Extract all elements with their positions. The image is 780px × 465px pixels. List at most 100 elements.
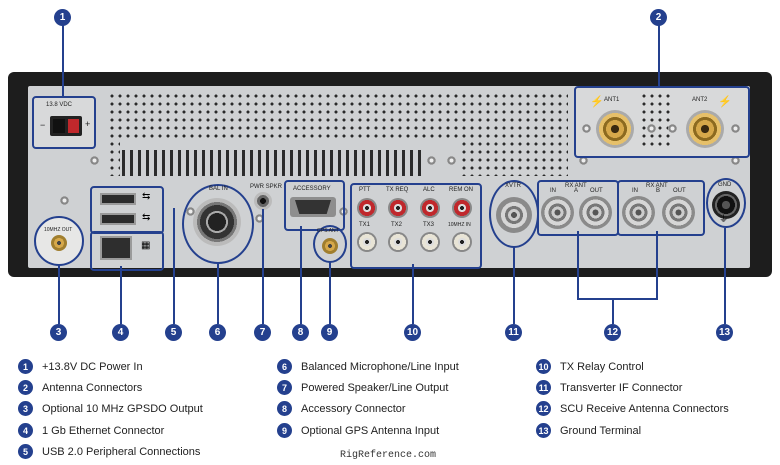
leader-line bbox=[217, 263, 219, 324]
legend-item: 6 Balanced Microphone/Line Input bbox=[277, 359, 459, 374]
rx-ant-b-in-connector[interactable] bbox=[622, 196, 655, 229]
callout-marker: 1 bbox=[54, 9, 71, 26]
screw bbox=[60, 196, 69, 205]
leader-line bbox=[577, 231, 579, 300]
legend-item: 7 Powered Speaker/Line Output bbox=[277, 380, 448, 395]
rx-ant-b-out-connector[interactable] bbox=[662, 196, 695, 229]
leader-line bbox=[612, 299, 614, 324]
legend-label: Ground Terminal bbox=[560, 424, 642, 437]
legend-label: USB 2.0 Peripheral Connections bbox=[42, 445, 201, 458]
vent-slots bbox=[122, 150, 422, 176]
ant2-label: ANT2 bbox=[692, 97, 708, 103]
power-socket[interactable] bbox=[50, 116, 82, 136]
ethernet-port[interactable] bbox=[100, 236, 132, 260]
ground-circle bbox=[706, 178, 746, 228]
pwr-spkr-label: PWR SPKR bbox=[250, 184, 283, 190]
leader-line bbox=[329, 262, 331, 324]
ethernet-box bbox=[90, 231, 164, 271]
legend-label: +13.8V DC Power In bbox=[42, 360, 143, 373]
gps-ant-label: GPS ANT bbox=[317, 228, 339, 234]
gnd-label: GND bbox=[718, 182, 732, 188]
legend-item: 4 1 Gb Ethernet Connector bbox=[18, 423, 164, 438]
lightning-icon: ⚡ bbox=[590, 96, 604, 108]
legend-marker: 9 bbox=[277, 423, 292, 438]
legend-marker: 2 bbox=[18, 380, 33, 395]
ten-mhz-out-connector[interactable] bbox=[51, 235, 67, 251]
vent-grille bbox=[108, 92, 568, 140]
callout-marker: 2 bbox=[650, 9, 667, 26]
legend-label: TX Relay Control bbox=[560, 360, 644, 373]
rx-ant-a-out-label: OUT bbox=[590, 188, 603, 194]
gps-ant-connector[interactable] bbox=[322, 238, 338, 254]
power-minus-label: − bbox=[40, 120, 46, 130]
xlr-combo-jack[interactable] bbox=[193, 198, 241, 246]
legend-label: Powered Speaker/Line Output bbox=[301, 381, 449, 394]
ptt-rca-jack[interactable] bbox=[357, 198, 377, 218]
legend-marker: 11 bbox=[536, 380, 551, 395]
power-voltage-label: 13.8 VDC bbox=[46, 102, 73, 108]
leader-line bbox=[120, 266, 122, 324]
legend-item: 11 Transverter IF Connector bbox=[536, 380, 682, 395]
screw bbox=[90, 156, 99, 165]
rx-ant-a-in-label: IN bbox=[550, 188, 556, 194]
power-pin-negative bbox=[53, 119, 65, 133]
ant2-connector[interactable] bbox=[686, 110, 724, 148]
xvtr-bnc-connector[interactable] bbox=[496, 197, 532, 233]
alc-label: ALC bbox=[423, 187, 435, 193]
ptt-label: PTT bbox=[359, 187, 371, 193]
usb-port-2[interactable] bbox=[100, 213, 136, 225]
lightning-icon: ⚡ bbox=[718, 96, 732, 108]
alc-rca-jack[interactable] bbox=[420, 198, 440, 218]
leader-line bbox=[577, 298, 658, 300]
tx1-rca-jack[interactable] bbox=[357, 232, 377, 252]
rx-ant-a-in-connector[interactable] bbox=[541, 196, 574, 229]
screw bbox=[447, 156, 456, 165]
leader-line bbox=[513, 247, 515, 324]
ground-terminal[interactable] bbox=[712, 191, 740, 219]
callout-marker: 8 bbox=[292, 324, 309, 341]
leader-line bbox=[656, 231, 658, 300]
tx2-rca-jack[interactable] bbox=[388, 232, 408, 252]
legend-item: 10 TX Relay Control bbox=[536, 359, 644, 374]
rx-ant-b-box bbox=[617, 180, 705, 236]
speaker-jack[interactable] bbox=[254, 192, 272, 210]
usb-icon: ⇆ bbox=[142, 212, 151, 223]
callout-marker: 13 bbox=[716, 324, 733, 341]
power-pin-positive bbox=[67, 119, 79, 133]
leader-line bbox=[658, 24, 660, 88]
ten-mhz-in-rca-jack[interactable] bbox=[452, 232, 472, 252]
accessory-db15-connector[interactable] bbox=[290, 197, 336, 217]
usb-port-1[interactable] bbox=[100, 193, 136, 205]
antenna-vent-dots bbox=[640, 92, 670, 150]
legend-marker: 3 bbox=[18, 401, 33, 416]
accessory-box bbox=[284, 180, 345, 231]
leader-line bbox=[262, 209, 264, 324]
callout-marker: 5 bbox=[165, 324, 182, 341]
rx-ant-a-id-label: A bbox=[574, 188, 579, 194]
tx-req-label: TX REQ bbox=[386, 187, 409, 193]
screw bbox=[647, 124, 656, 133]
tx3-label: TX3 bbox=[423, 222, 435, 228]
screw bbox=[255, 214, 264, 223]
leader-line bbox=[62, 24, 64, 98]
callout-marker: 4 bbox=[112, 324, 129, 341]
tx3-rca-jack[interactable] bbox=[420, 232, 440, 252]
callout-marker: 6 bbox=[209, 324, 226, 341]
ant1-connector[interactable] bbox=[596, 110, 634, 148]
legend-marker: 13 bbox=[536, 423, 551, 438]
leader-line bbox=[173, 208, 175, 324]
legend-item: 1 +13.8V DC Power In bbox=[18, 359, 143, 374]
rx-ant-a-out-connector[interactable] bbox=[579, 196, 612, 229]
xvtr-label: XVTR bbox=[505, 183, 522, 189]
legend-marker: 1 bbox=[18, 359, 33, 374]
leader-line bbox=[58, 265, 60, 324]
screw bbox=[731, 124, 740, 133]
leader-line bbox=[300, 226, 302, 324]
legend-label: Accessory Connector bbox=[301, 402, 406, 415]
screw bbox=[668, 124, 677, 133]
legend-item: 5 USB 2.0 Peripheral Connections bbox=[18, 444, 200, 459]
rem-on-rca-jack[interactable] bbox=[452, 198, 472, 218]
tx-req-rca-jack[interactable] bbox=[388, 198, 408, 218]
rx-ant-b-label: RX ANT bbox=[646, 183, 668, 189]
legend-label: Transverter IF Connector bbox=[560, 381, 683, 394]
